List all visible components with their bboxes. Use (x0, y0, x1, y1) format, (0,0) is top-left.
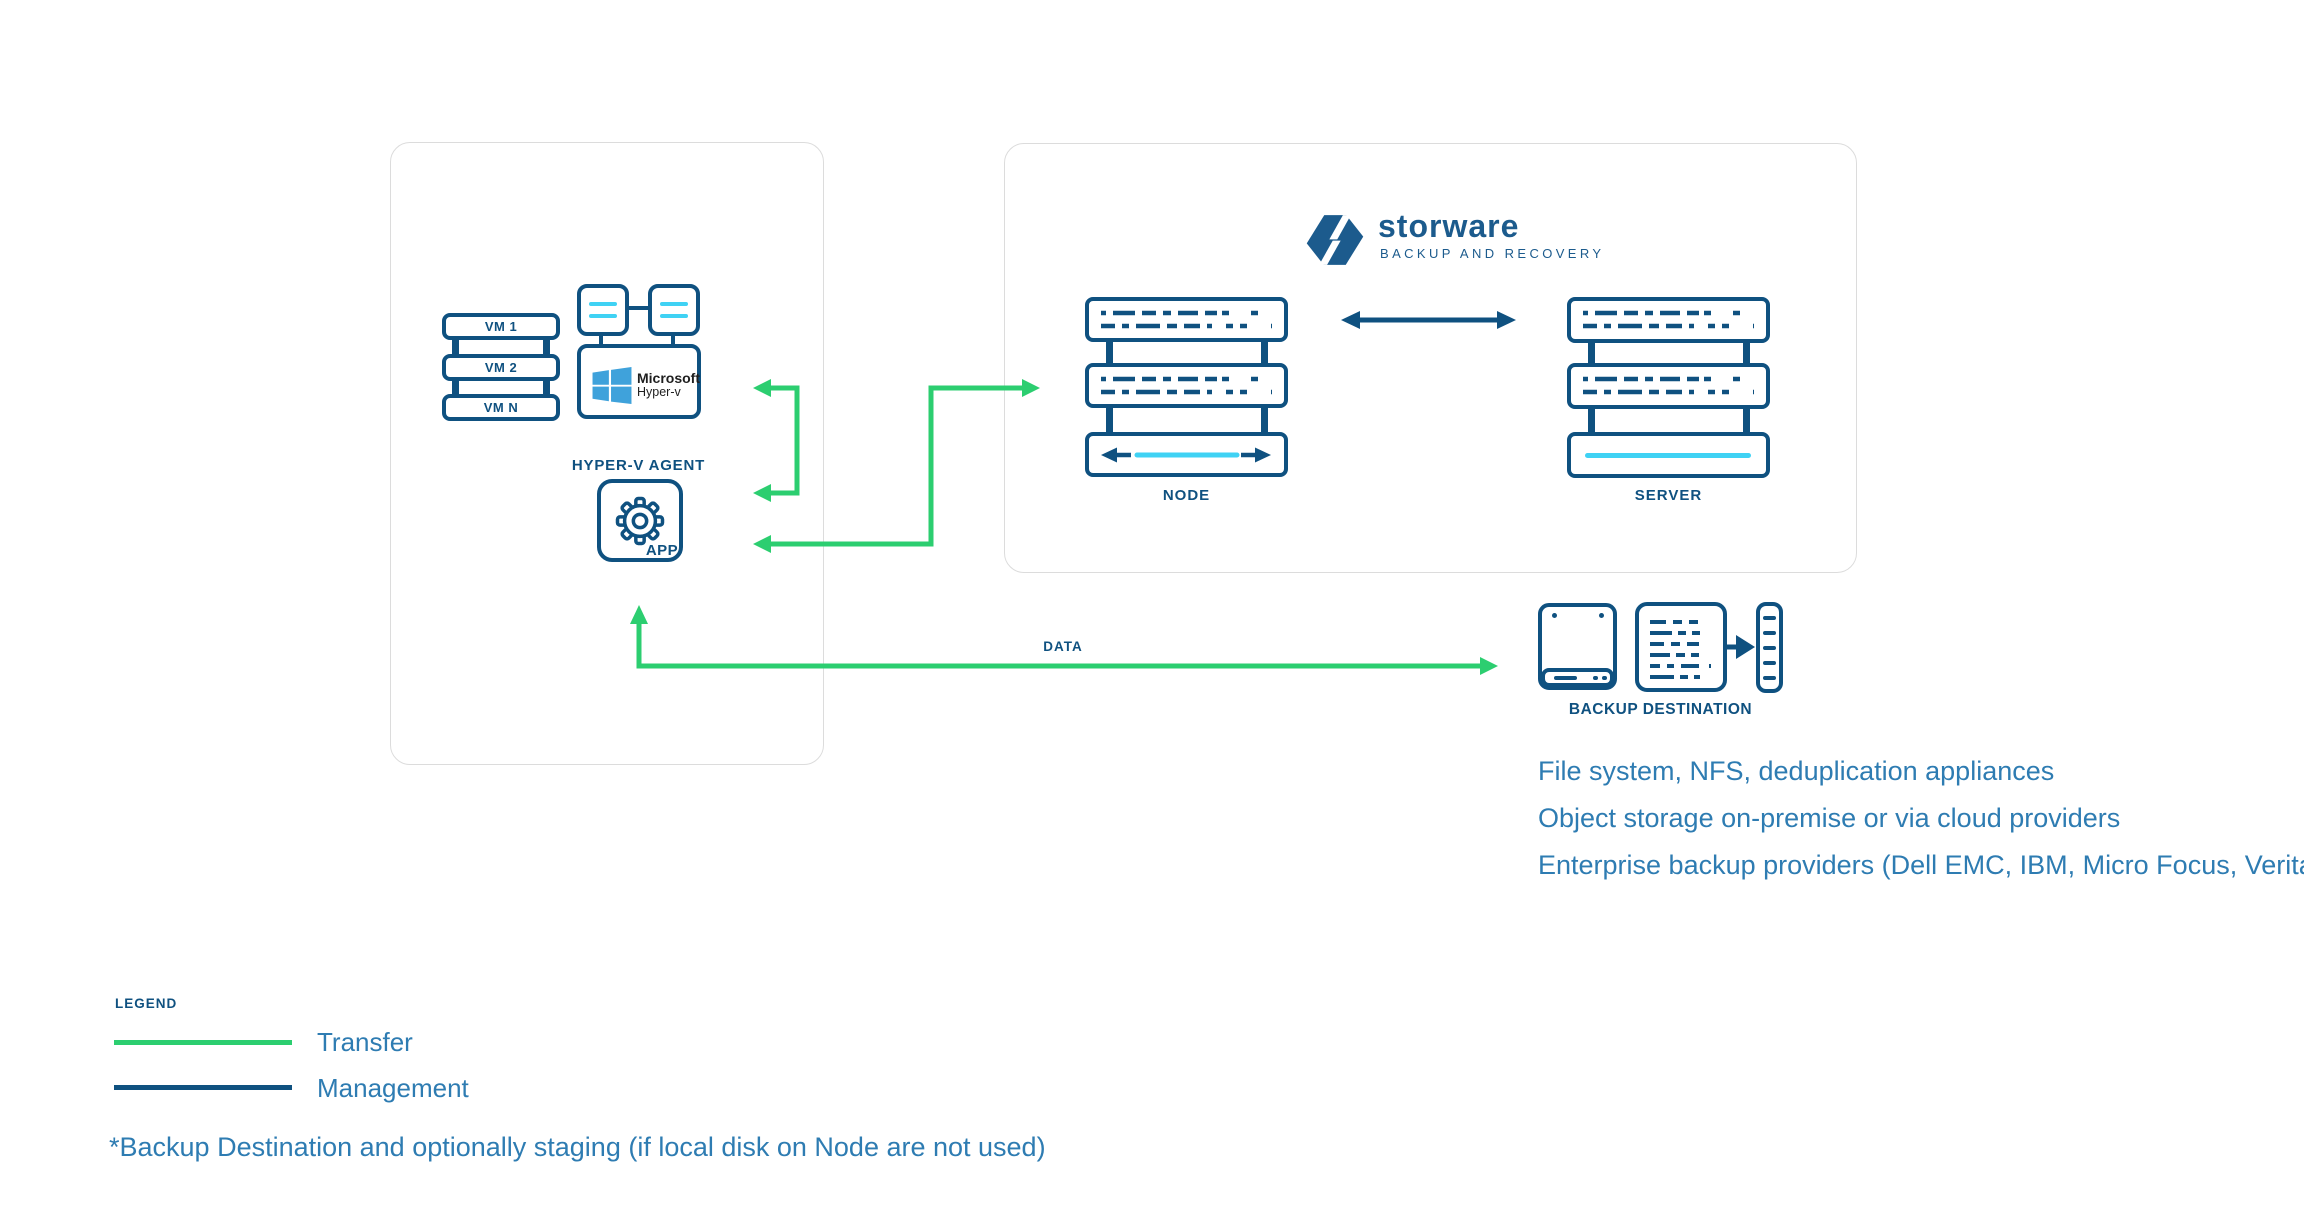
dedup-arrow-icon (1727, 635, 1755, 659)
microsoft-windows-icon (592, 367, 632, 404)
chip-line (660, 314, 688, 318)
chip-line (660, 302, 688, 306)
list-line (1763, 676, 1776, 680)
legend-transfer-label: Transfer (317, 1027, 413, 1057)
gear-icon (615, 496, 665, 546)
server-stack-icon (1567, 363, 1770, 409)
node-connector (1106, 403, 1113, 437)
microsoft-brand: Microsoft (637, 370, 700, 386)
node-io-box (1085, 432, 1288, 477)
vm-stack-icon: VM N (442, 394, 560, 421)
chip-line (589, 302, 617, 306)
backup-destination-label: BACKUP DESTINATION (1568, 701, 1753, 718)
footnote: *Backup Destination and optionally stagi… (109, 1132, 1046, 1162)
server-stack-icon (1085, 363, 1288, 408)
server-connector (1588, 337, 1595, 368)
server-connector (1588, 403, 1595, 437)
list-line (1763, 646, 1776, 650)
server-io-box (1567, 432, 1770, 478)
vm-stack-connector (543, 373, 550, 399)
server-connector (1743, 403, 1750, 437)
chip-connector (599, 333, 603, 346)
vm-stack-icon: VM 1 (442, 313, 560, 340)
list-line (1763, 661, 1776, 665)
list-line (1763, 616, 1776, 620)
hyperv-host-box: Microsoft Hyper-v (577, 344, 701, 419)
server-slots (1583, 310, 1754, 329)
legend-title: LEGEND (115, 996, 178, 1011)
legend-management-label: Management (317, 1073, 469, 1103)
chip-connector (627, 306, 650, 310)
node-connector (1106, 337, 1113, 368)
vm-stack-icon: VM 2 (442, 354, 560, 381)
storware-tagline: BACKUP AND RECOVERY (1380, 246, 1605, 261)
slot-dot (1602, 675, 1607, 680)
legend-transfer-swatch (114, 1040, 292, 1045)
node-label: NODE (1162, 487, 1211, 504)
vm-label: VM 2 (484, 359, 518, 375)
microsoft-product: Hyper-v (637, 385, 681, 399)
hypervisor-container (390, 142, 824, 765)
storware-wordmark: storware (1378, 208, 1520, 244)
server-slots (1101, 376, 1272, 395)
bidirectional-io-icon (1101, 447, 1271, 463)
node-connector (1261, 337, 1268, 368)
disk-drive-icon (1538, 603, 1617, 690)
slot-dot (1593, 675, 1598, 680)
disk-dot (1599, 613, 1604, 618)
chip-connector (671, 333, 675, 346)
server-connector (1743, 337, 1750, 368)
vm-label: VM 1 (484, 318, 518, 334)
disk-dot (1552, 613, 1557, 618)
vm-chip-icon (648, 284, 700, 336)
server-slots (1101, 310, 1272, 329)
agent-app-box: APP (597, 479, 683, 562)
vm-stack-connector (543, 332, 550, 358)
backup-note: Enterprise backup providers (Dell EMC, I… (1538, 850, 2304, 880)
node-connector (1261, 403, 1268, 437)
vm-label: VM N (483, 399, 519, 415)
storware-container (1004, 143, 1857, 573)
file-blocks-icon (1635, 602, 1727, 692)
data-flow-label: DATA (1043, 639, 1083, 654)
server-stack-icon (1567, 297, 1770, 343)
file-lines (1650, 620, 1711, 679)
server-stack-icon (1085, 297, 1288, 342)
chip-line (589, 314, 617, 318)
legend-management-swatch (114, 1085, 292, 1090)
backup-note: File system, NFS, deduplication applianc… (1538, 756, 2055, 786)
app-label: APP (645, 542, 679, 559)
tape-list-icon (1756, 602, 1783, 693)
slot-dash (1554, 675, 1577, 680)
server-slots (1583, 376, 1754, 395)
storware-logo-icon (1306, 215, 1364, 265)
vm-stack-connector (452, 373, 459, 399)
list-line (1763, 631, 1776, 635)
backup-note: Object storage on-premise or via cloud p… (1538, 803, 2121, 833)
disk-slot (1541, 668, 1614, 687)
vm-chip-icon (577, 284, 629, 336)
hyperv-agent-title: HYPER-V AGENT (571, 457, 706, 474)
activity-line (1585, 453, 1751, 458)
vm-stack-connector (452, 332, 459, 358)
server-label: SERVER (1634, 487, 1703, 504)
